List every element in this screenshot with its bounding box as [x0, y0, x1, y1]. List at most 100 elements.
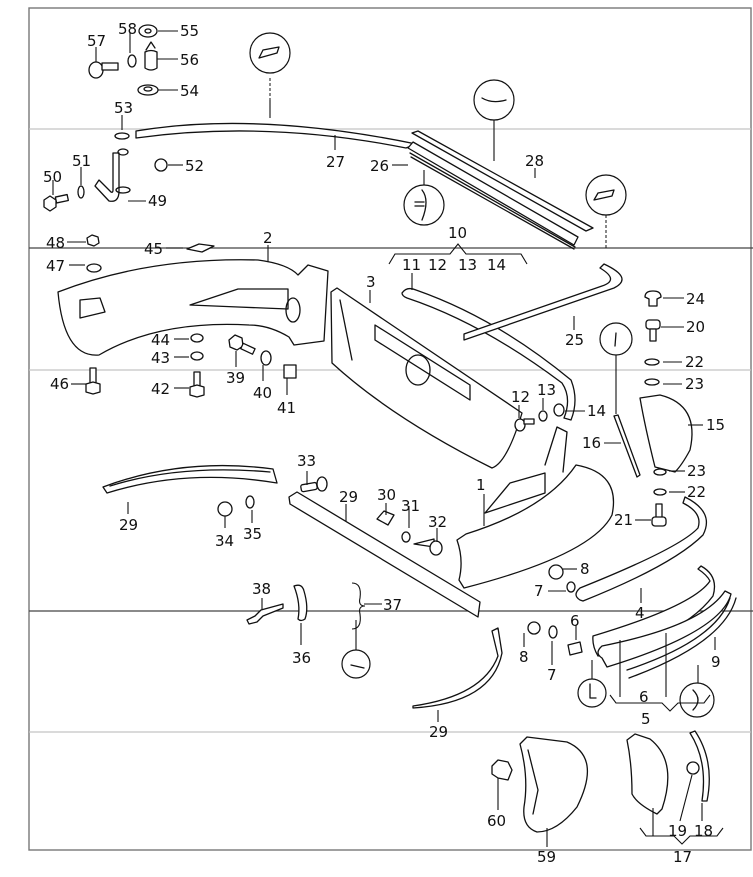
callout-8: 8: [580, 560, 590, 578]
callout-7: 7: [534, 582, 544, 600]
group-bracket-5: [609, 694, 711, 712]
part-35-washer: [245, 495, 255, 523]
part-8-nut: [548, 564, 577, 580]
callout-8b: 8: [519, 648, 529, 666]
part-13-washer: [538, 398, 548, 422]
callout-32: 32: [428, 513, 447, 531]
part-19-nut: [679, 761, 700, 822]
part-29c-trim: [412, 627, 503, 722]
callout-45: 45: [144, 240, 163, 258]
callout-33: 33: [297, 452, 316, 470]
callout-22b: 22: [687, 483, 706, 501]
part-58-washer: [127, 33, 137, 68]
part-8b-nut: [523, 621, 541, 647]
callout-22: 22: [685, 353, 704, 371]
callout-12b: 12: [511, 388, 530, 406]
callout-16: 16: [582, 434, 601, 452]
callout-24: 24: [686, 290, 705, 308]
detail-circle-26: [403, 184, 445, 226]
callout-10: 10: [448, 224, 467, 242]
part-15-cover: [639, 394, 703, 473]
detail-circle-16: [599, 322, 633, 414]
callout-30: 30: [377, 486, 396, 504]
part-3-license-plate-panel: [330, 287, 523, 469]
callout-26: 26: [370, 157, 389, 175]
callout-14: 14: [487, 256, 506, 274]
part-50-bolt: [43, 180, 70, 212]
part-23-washer: [644, 378, 682, 386]
detail-circle-28: [473, 79, 515, 121]
callout-11: 11: [402, 256, 421, 274]
part-45-plate: [166, 243, 215, 253]
part-14-nut: [553, 403, 585, 417]
callout-29c: 29: [429, 723, 448, 741]
callout-13b: 13: [537, 381, 556, 399]
callout-59: 59: [537, 848, 556, 866]
callout-1: 1: [476, 476, 486, 494]
part-24-plug: [644, 290, 684, 307]
part-37-clip-set: [351, 582, 382, 650]
callout-47: 47: [46, 257, 65, 275]
part-22b-lockwasher: [653, 488, 685, 496]
callout-18: 18: [694, 822, 713, 840]
part-59-cover: [519, 736, 589, 847]
callout-29b: 29: [339, 488, 358, 506]
callout-51: 51: [72, 152, 91, 170]
part-38-rivet: [246, 598, 284, 625]
part-11-trim: [401, 273, 576, 421]
part-22-lockwasher: [644, 358, 682, 366]
part-6-moldings: [592, 565, 732, 697]
callout-49: 49: [148, 192, 167, 210]
part-7-washer: [548, 581, 576, 593]
callout-56: 56: [180, 51, 199, 69]
detail-circle-5-right: [679, 665, 715, 718]
callout-19: 19: [668, 822, 687, 840]
callout-40: 40: [253, 384, 272, 402]
part-42-bolt: [174, 371, 205, 398]
part-16-strip: [604, 414, 641, 478]
callout-60: 60: [487, 812, 506, 830]
callout-21: 21: [614, 511, 633, 529]
callout-23b: 23: [687, 462, 706, 480]
callout-58: 58: [118, 20, 137, 38]
callout-38: 38: [252, 580, 271, 598]
part-21-screw: [635, 503, 667, 527]
part-26-seal: [392, 141, 579, 250]
part-46-bolt: [71, 367, 101, 395]
part-60-cap: [491, 759, 513, 810]
group-bracket-10: [388, 243, 528, 265]
callout-50: 50: [43, 168, 62, 186]
callout-23: 23: [685, 375, 704, 393]
part-39-bolt: [228, 334, 256, 367]
part-47-washer: [69, 263, 102, 273]
part-25-trim: [463, 263, 623, 341]
part-54-washer: [137, 84, 178, 96]
callout-54: 54: [180, 82, 199, 100]
part-49-bracket: [94, 148, 146, 202]
part-23b-washer: [653, 468, 685, 476]
part-57-bolt: [88, 47, 119, 79]
part-18-clip: [689, 730, 710, 821]
callout-39: 39: [226, 369, 245, 387]
part-33-bolt: [300, 471, 328, 493]
callout-29: 29: [119, 516, 138, 534]
callout-4: 4: [635, 604, 645, 622]
part-41-clip: [283, 364, 297, 395]
callout-37: 37: [383, 596, 402, 614]
detail-circle-25: [585, 174, 627, 248]
part-29-side-trim: [102, 464, 278, 514]
callout-55: 55: [180, 22, 199, 40]
part-43-lockwasher: [174, 351, 204, 361]
callout-42: 42: [151, 380, 170, 398]
callout-5: 5: [641, 710, 651, 728]
part-28-molding: [411, 117, 594, 232]
part-51-washer: [77, 167, 85, 199]
part-30-clip: [376, 503, 395, 526]
callout-57: 57: [87, 32, 106, 50]
part-52-nut: [154, 158, 183, 172]
callout-31: 31: [401, 497, 420, 515]
callout-7b: 7: [547, 666, 557, 684]
part-4-molding: [575, 496, 708, 603]
callout-53: 53: [114, 99, 133, 117]
group-bracket-17: [639, 827, 724, 845]
